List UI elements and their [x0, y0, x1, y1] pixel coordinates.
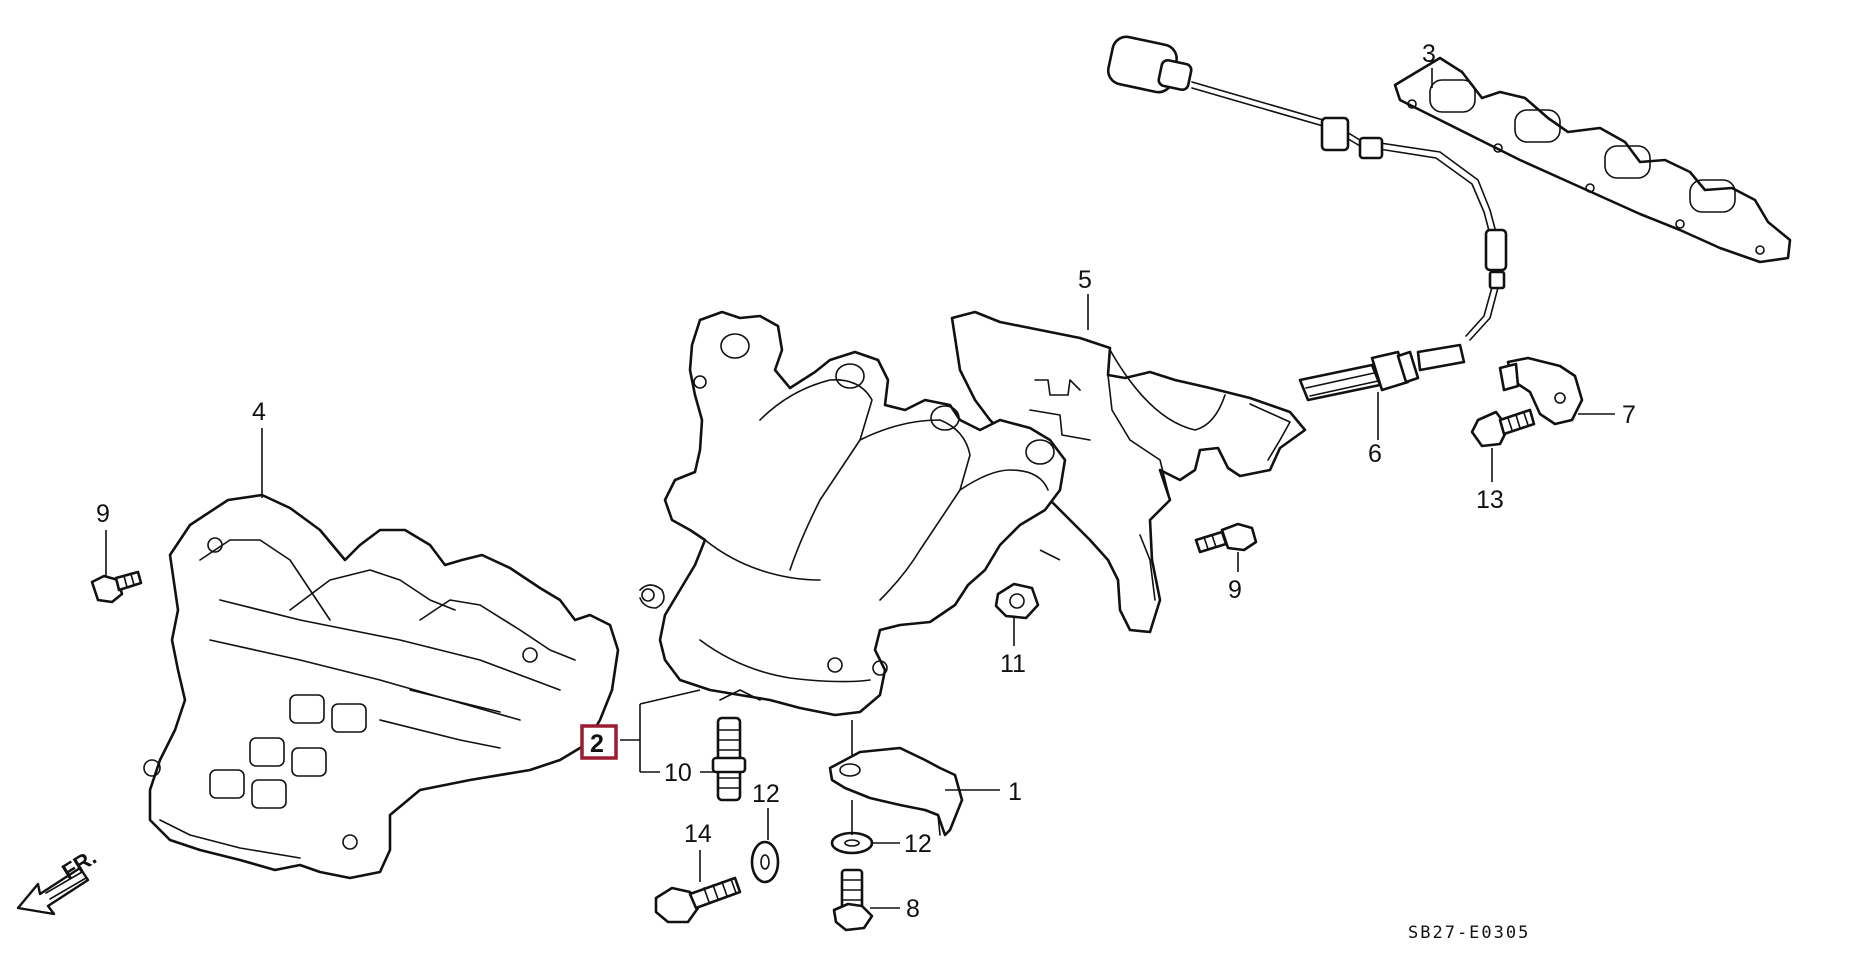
sensor-bracket[interactable] [1498, 356, 1584, 426]
oxygen-sensor[interactable] [1106, 34, 1508, 402]
front-direction-indicator: FR. [16, 844, 101, 916]
callout-8: 8 [906, 895, 920, 923]
washer-12-right[interactable] [830, 831, 874, 855]
exhaust-manifold-gasket[interactable] [1393, 56, 1792, 264]
callout-6: 6 [1368, 440, 1382, 468]
callout-9-right: 9 [1228, 576, 1242, 604]
drawing-code: SB27-E0305 [1408, 923, 1530, 943]
bolt-9-left[interactable] [90, 570, 143, 604]
callout-1: 1 [1008, 778, 1022, 806]
callout-2-highlight[interactable]: 2 [580, 724, 618, 760]
callout-labels: 1 3 4 5 6 7 8 9 9 10 11 12 12 13 14 [96, 40, 1636, 923]
nut-11[interactable] [994, 582, 1040, 620]
callout-3: 3 [1422, 40, 1436, 68]
stud-10[interactable] [711, 716, 747, 802]
manifold-bracket[interactable] [828, 746, 964, 837]
callout-10: 10 [664, 759, 692, 787]
callout-12-left: 12 [752, 780, 780, 808]
leader-lines [105, 68, 1615, 909]
exhaust-manifold[interactable] [639, 310, 1067, 717]
bolt-13[interactable] [1470, 408, 1536, 448]
callout-13: 13 [1476, 486, 1504, 514]
callout-12-right: 12 [904, 830, 932, 858]
callout-7: 7 [1622, 401, 1636, 429]
callout-5: 5 [1078, 266, 1092, 294]
bolt-8[interactable] [832, 868, 874, 932]
washer-12-left[interactable] [750, 840, 780, 884]
callout-11: 11 [1000, 650, 1026, 678]
bolt-9-right[interactable] [1194, 522, 1258, 554]
callout-2: 2 [590, 730, 604, 758]
callout-14: 14 [684, 820, 712, 848]
callout-4: 4 [252, 398, 266, 426]
bolt-14[interactable] [654, 876, 742, 924]
callout-9-left: 9 [96, 500, 110, 528]
lower-heat-shield[interactable] [143, 493, 620, 880]
